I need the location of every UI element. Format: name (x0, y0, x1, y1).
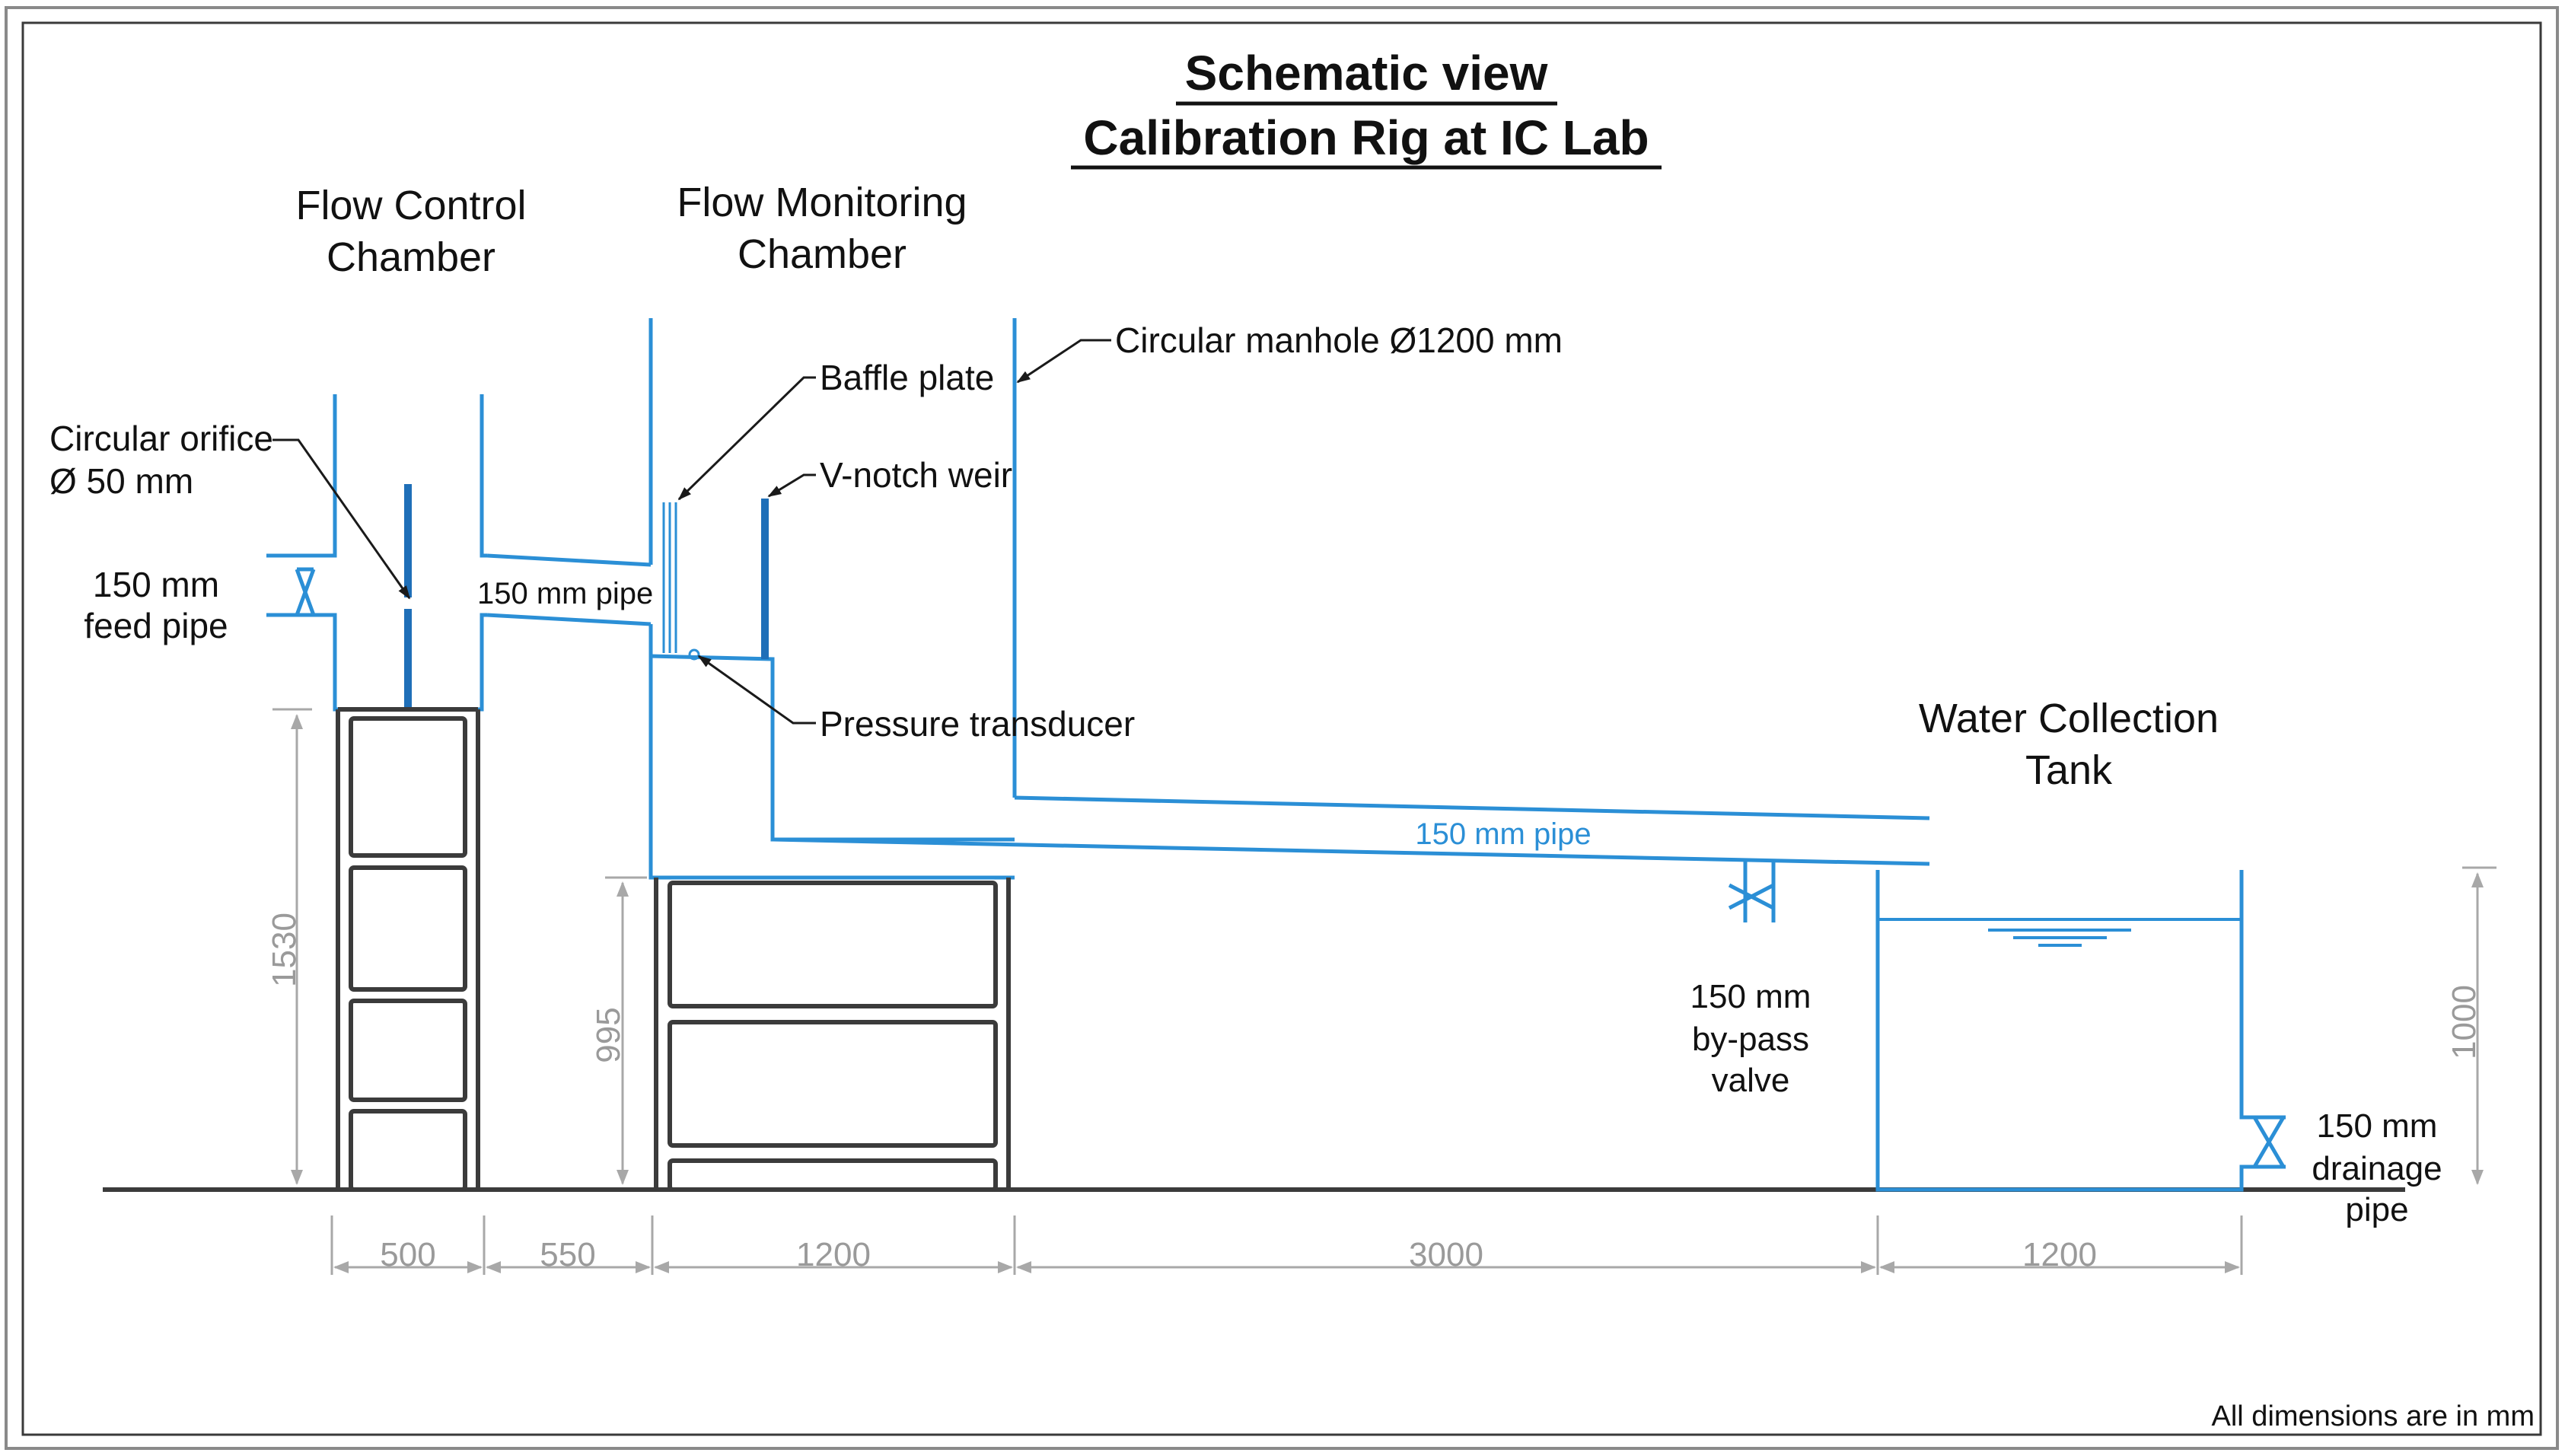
v-notch-weir-leader (767, 473, 816, 498)
orifice-leader (272, 438, 411, 600)
bypass-label-1: 150 mm (1690, 978, 1811, 1015)
dim-height-control-label: 1530 (266, 913, 303, 987)
dim-height-monitoring-label: 995 (590, 1007, 627, 1063)
dim-width-label-2: 550 (540, 1236, 595, 1273)
pressure-transducer-leader (697, 655, 816, 725)
dim-height-tank-label: 1000 (2446, 985, 2483, 1059)
flow-monitoring-heading-1: Flow Monitoring (677, 180, 967, 225)
connecting-pipe (486, 553, 652, 626)
outer-frame (5, 6, 2559, 1450)
dim-width-label-5: 1200 (2022, 1236, 2097, 1273)
drainage-valve-icon (2252, 1115, 2286, 1169)
dim-width-label-1: 500 (380, 1236, 435, 1273)
flow-control-heading-1: Flow Control (295, 183, 526, 228)
flow-control-heading-2: Chamber (327, 234, 495, 280)
feed-pipe-label-2: feed pipe (84, 606, 228, 645)
manhole-label: Circular manhole Ø1200 mm (1115, 320, 1563, 360)
orifice-label-1: Circular orifice (49, 419, 273, 458)
connect-pipe-label: 150 mm pipe (477, 577, 653, 610)
v-notch-weir-label: V-notch weir (820, 455, 1012, 495)
baffle-plate-leader (677, 376, 816, 501)
water-collection-tank (1875, 870, 2253, 1192)
bypass-label-3: valve (1712, 1062, 1790, 1099)
dim-width-label-4: 3000 (1409, 1236, 1483, 1273)
dimensions-note: All dimensions are in mm (2212, 1400, 2535, 1432)
drainage-label-1: 150 mm (2317, 1107, 2438, 1145)
pressure-transducer-icon (688, 648, 700, 661)
drainage-label-2: drainage (2312, 1150, 2442, 1187)
manhole-leader (1016, 339, 1111, 384)
title-line1: Schematic view (1185, 46, 1548, 100)
flow-monitoring-chamber (648, 318, 1930, 880)
monitoring-chamber-stand (654, 878, 1011, 1192)
dim-width-label-3: 1200 (796, 1236, 871, 1273)
baffle-plate-label: Baffle plate (820, 358, 994, 397)
control-chamber-stand (336, 707, 480, 1192)
feed-pipe-valve-icon (295, 567, 316, 617)
flow-monitoring-heading-2: Chamber (738, 231, 907, 277)
water-collection-heading-2: Tank (2025, 747, 2113, 793)
dim-height-monitoring: 995 (590, 876, 647, 1185)
outlet-pipe-label: 150 mm pipe (1415, 817, 1591, 851)
drainage-label-3: pipe (2345, 1191, 2408, 1228)
bypass-label-2: by-pass (1692, 1021, 1809, 1058)
water-collection-heading-1: Water Collection (1919, 696, 2219, 741)
dim-height-tank: 1000 (2446, 866, 2496, 1185)
inner-frame (21, 21, 2542, 1436)
baffle-plate (662, 502, 677, 653)
dim-height-control: 1530 (266, 708, 312, 1185)
title-line2: Calibration Rig at IC Lab (1083, 110, 1649, 165)
feed-pipe-label-1: 150 mm (93, 565, 219, 604)
orifice-label-2: Ø 50 mm (49, 461, 193, 501)
bypass-valve-icon (1728, 860, 1776, 922)
pressure-transducer-label: Pressure transducer (820, 704, 1135, 744)
flow-control-chamber (266, 394, 487, 712)
dim-horizontal-chain: 500 550 1200 3000 1200 (330, 1215, 2243, 1275)
